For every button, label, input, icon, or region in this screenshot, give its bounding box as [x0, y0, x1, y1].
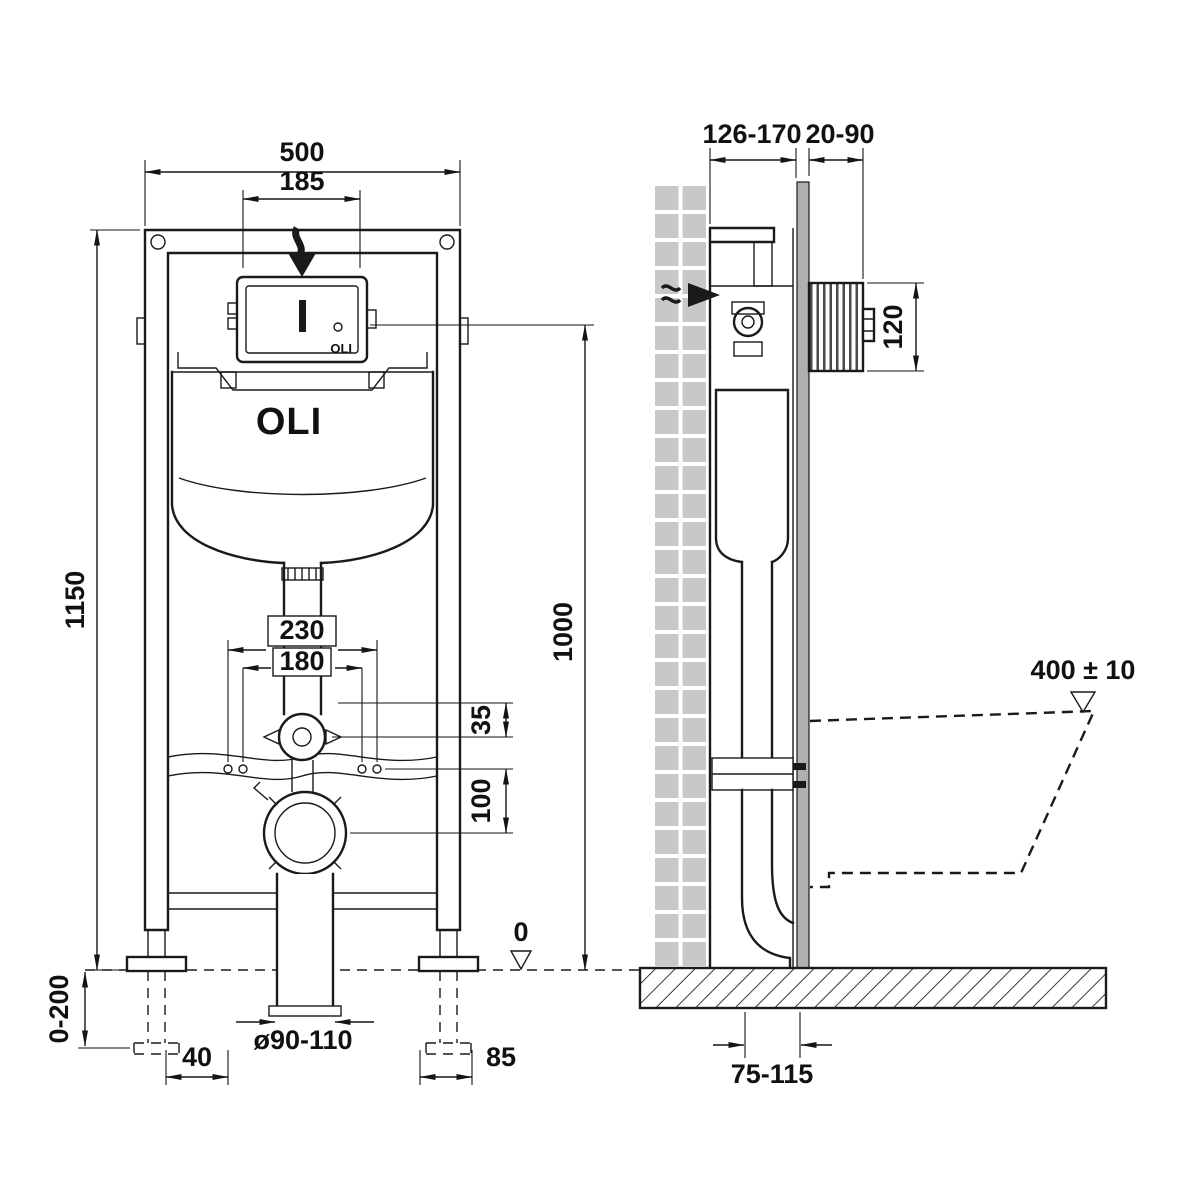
plate-logo: OLI: [330, 341, 352, 356]
level-triangle-icon: [1069, 691, 1097, 714]
side-view-drawing: 126-170 20-90 120 400 ± 10 75-115: [638, 119, 1136, 1089]
frame-feet: [125, 929, 480, 1055]
dim-outlet-offset-label: 75-115: [731, 1059, 814, 1089]
frame-corner-hole-left: [150, 234, 166, 250]
wall-panel: [796, 181, 810, 969]
datum-marker: 0: [509, 917, 533, 971]
fixing-screw: [372, 764, 382, 774]
dimension-offset-100: 100: [350, 768, 513, 834]
floor-slab: [638, 966, 1108, 1010]
dim-bowl-height-label: 400 ± 10: [1031, 655, 1136, 685]
plate-slot: [299, 300, 306, 332]
toilet-bowl-outline: [809, 709, 1096, 889]
dimension-flush-height: 100 0: [370, 324, 594, 971]
dimension-plate-width: 185: [242, 166, 361, 268]
dimension-drain-diameter: ø90-110: [236, 1019, 374, 1055]
plate-clip-left-bottom: [227, 317, 238, 330]
dim-button-height-label: 120: [878, 304, 908, 349]
fixing-screw: [238, 764, 248, 774]
dimension-leg-adjust: 0-200: [44, 971, 130, 1049]
bend-fitting: [262, 712, 343, 792]
access-panel: OLI: [227, 275, 377, 364]
dimension-finish-gap: 20-90: [805, 119, 875, 279]
wall-bracket-right: [459, 317, 469, 345]
dimension-frame-height: 1150: [60, 229, 140, 971]
dim-leg-adjust-label: 0-200: [44, 974, 74, 1043]
drain-outlet: [252, 781, 348, 876]
fixing-screw: [223, 764, 233, 774]
flush-elbow: [732, 306, 764, 338]
dim-offset-35-label: 35: [466, 705, 496, 735]
dimension-fixing-widths: 230 180: [227, 615, 378, 762]
dim-flush-height-label: 1000: [548, 602, 578, 662]
plate-clip-right: [366, 309, 377, 329]
dim-frame-depth-label: 126-170: [702, 119, 801, 149]
cistern-side: [714, 388, 790, 760]
dim-finish-gap-label: 20-90: [805, 119, 874, 149]
dimension-outlet-offset: 75-115: [713, 1012, 832, 1089]
dim-fixing-inner-label: 180: [279, 646, 324, 676]
dim-fixing-outer-label: 230: [279, 615, 324, 645]
dim-drain-diameter-label: ø90-110: [253, 1025, 352, 1055]
fixing-screw: [357, 764, 367, 774]
plate-screw: [333, 322, 343, 332]
flush-arrow-icon: [660, 283, 720, 307]
dimension-button-height: 120: [867, 282, 924, 372]
dimension-bowl-height: 400 ± 10: [1031, 655, 1136, 714]
flush-arrow-icon: [288, 226, 316, 277]
plate-clip-left-top: [227, 302, 238, 315]
tiled-wall: [653, 184, 708, 968]
front-view-drawing: OLI OLI: [44, 137, 640, 1085]
dimension-foot-left: 40: [165, 1042, 229, 1085]
dim-foot-right-label: 85: [486, 1042, 516, 1072]
outlet-bend: [740, 788, 795, 970]
dim-frame-width-label: 500: [279, 137, 324, 167]
frame-side-profile: [708, 226, 806, 970]
frame-corner-hole-right: [439, 234, 455, 250]
drain-pipe: [268, 872, 342, 1017]
datum-zero-label: 0: [513, 917, 528, 947]
dim-foot-left-label: 40: [182, 1042, 212, 1072]
wall-bracket-left: [136, 317, 146, 345]
dim-offset-100-label: 100: [466, 778, 496, 823]
datum-triangle-icon: [509, 950, 533, 971]
dimension-frame-depth: 126-170: [702, 119, 802, 224]
flush-button-housing: [807, 281, 876, 373]
dim-frame-height-label: 1150: [60, 571, 90, 630]
dimension-frame-width: 500: [144, 137, 461, 226]
dim-plate-width-label: 185: [279, 166, 324, 196]
brand-logo: OLI: [256, 401, 322, 443]
dimension-foot-right: 85: [419, 1042, 516, 1085]
dimension-offset-35: 35: [332, 702, 513, 738]
